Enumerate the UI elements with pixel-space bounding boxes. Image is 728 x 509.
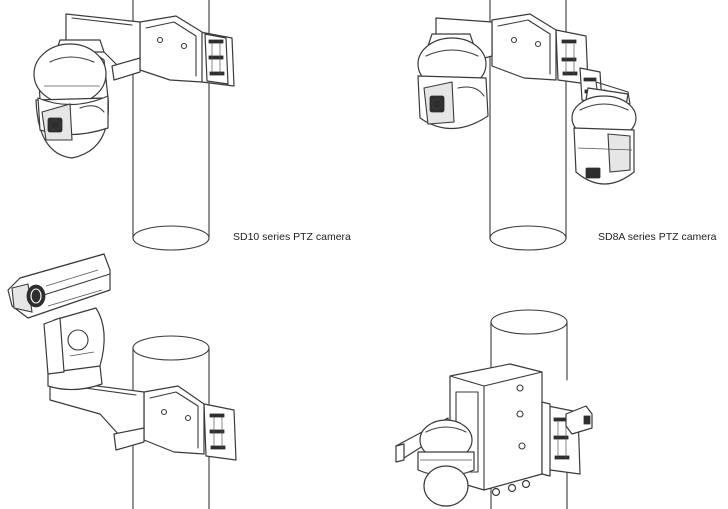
- pole-clamp-4: [541, 401, 581, 477]
- sd10-pole-mount: [33, 0, 235, 251]
- pt-head: [43, 307, 105, 391]
- dome-camera-2a: [417, 33, 489, 130]
- side-camera: [565, 405, 593, 435]
- sd8a-pole-mount: [417, 0, 637, 251]
- sd10-caption: SD10 series PTZ camera: [233, 231, 351, 243]
- pole-clamp-3: [203, 403, 237, 461]
- box-camera: [7, 253, 111, 319]
- pole-clamp-1: [199, 31, 235, 87]
- junction-box-pole-mount: [395, 309, 593, 509]
- sd8a-caption: SD8A series PTZ camera: [598, 231, 717, 243]
- dome-camera-4: [417, 419, 475, 507]
- wall-bracket-1: [65, 13, 203, 83]
- dome-camera-2b: [571, 87, 637, 185]
- box-camera-pole-mount: [7, 253, 237, 509]
- wall-bracket-3: [49, 379, 205, 455]
- dome-camera-1: [33, 39, 109, 159]
